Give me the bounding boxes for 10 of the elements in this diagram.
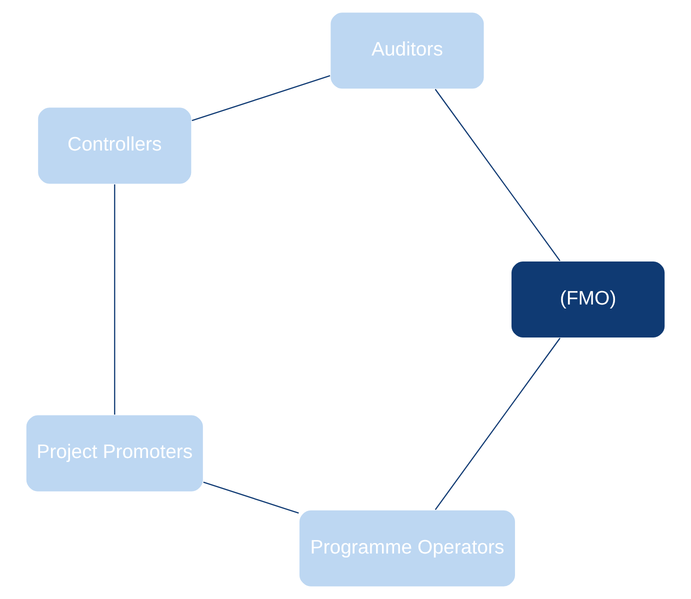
- node-box: (FMO): [510, 260, 666, 338]
- connector: [203, 482, 299, 514]
- node-box: Auditors: [330, 12, 485, 90]
- connector: [434, 88, 560, 262]
- connector: [114, 184, 116, 415]
- node-box: Controllers: [37, 106, 192, 185]
- node-box: Project Promoters: [25, 414, 204, 492]
- connector: [434, 338, 560, 510]
- connector: [192, 75, 330, 122]
- node-box: Programme Operators: [298, 509, 516, 588]
